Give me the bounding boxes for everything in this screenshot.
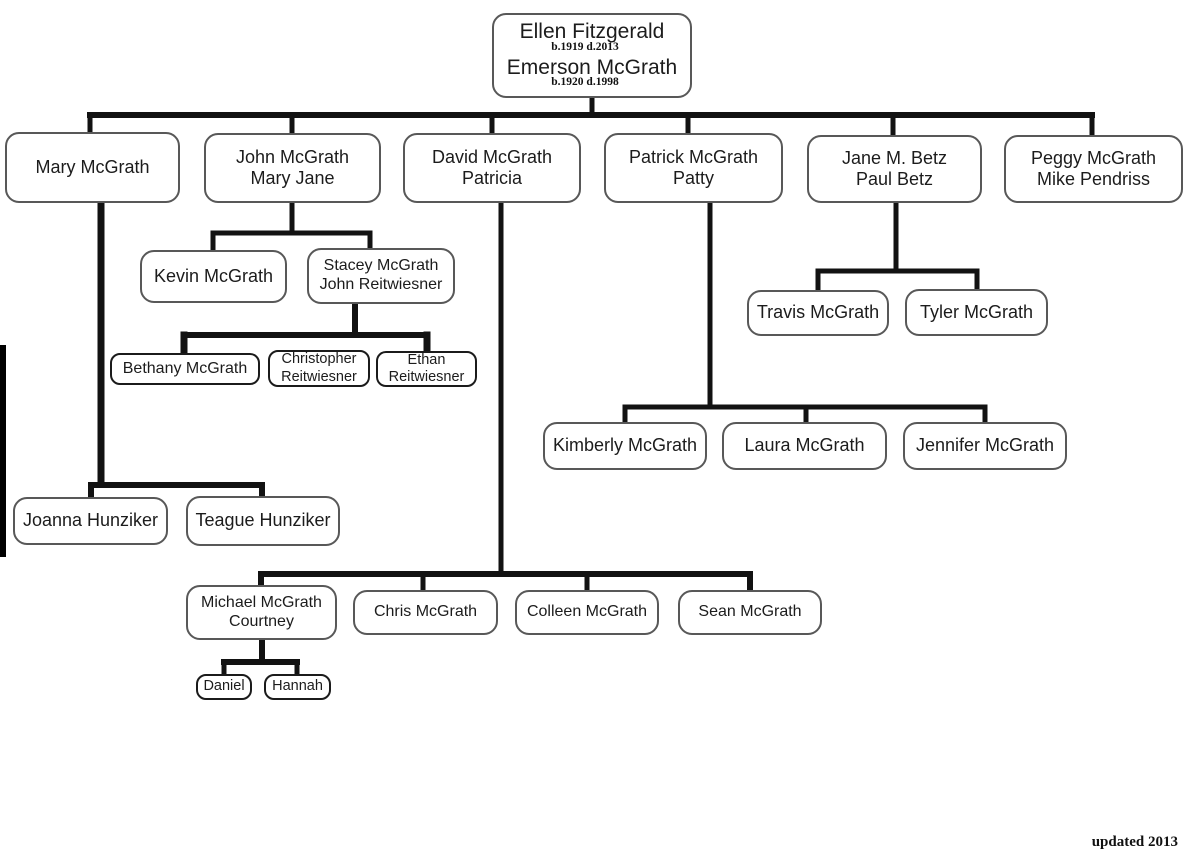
person-name: Laura McGrath (744, 435, 865, 456)
person-name: Christopher (281, 351, 357, 368)
person-name: Chris McGrath (373, 603, 478, 621)
person-box-kevin-mcgrath: Kevin McGrath (140, 250, 287, 303)
person-box-travis-mcgrath: Travis McGrath (747, 290, 889, 336)
person-box-colleen-mcgrath: Colleen McGrath (515, 590, 659, 635)
person-box-teague-hunziker: Teague Hunziker (186, 496, 340, 546)
person-name: Ethan (407, 351, 446, 368)
person-name: Michael McGrath (201, 593, 322, 611)
updated-note: updated 2013 (1091, 834, 1178, 850)
person-box-bethany-mcgrath: Bethany McGrath (110, 353, 260, 385)
person-name: Patty (672, 168, 715, 188)
person-name: Mary Jane (250, 168, 335, 188)
person-name: Courtney (229, 612, 294, 630)
person-name: Travis McGrath (756, 302, 880, 323)
person-dates: b.1919 d.2013 (551, 40, 619, 53)
person-box-joanna-hunziker: Joanna Hunziker (13, 497, 168, 545)
person-name: Reitwiesner (281, 368, 357, 385)
person-box-daniel: Daniel (196, 674, 252, 700)
person-name: Bethany McGrath (122, 359, 248, 377)
person-box-jennifer-mcgrath: Jennifer McGrath (903, 422, 1067, 470)
scan-artifact (0, 345, 6, 557)
person-box-tyler-mcgrath: Tyler McGrath (905, 289, 1048, 336)
person-name: John Reitwiesner (319, 276, 443, 293)
person-name: Mary McGrath (35, 156, 150, 177)
person-box-laura-mcgrath: Laura McGrath (722, 422, 887, 470)
person-name: Joanna Hunziker (22, 510, 159, 531)
person-dates: b.1920 d.1998 (551, 76, 619, 89)
person-name: Kevin McGrath (153, 265, 274, 286)
person-box-hannah: Hannah (264, 674, 331, 700)
person-name: Mike Pendriss (1036, 169, 1151, 189)
person-name: David McGrath (431, 146, 553, 167)
person-box-chris-mcgrath: Chris McGrath (353, 590, 498, 635)
person-box-sean-mcgrath: Sean McGrath (678, 590, 822, 635)
person-name: Daniel (203, 678, 245, 695)
person-name: Patrick McGrath (628, 146, 759, 167)
person-name: Jennifer McGrath (915, 435, 1055, 456)
person-name: Tyler McGrath (919, 301, 1034, 322)
person-name: Stacey McGrath (323, 257, 439, 275)
person-name: Kimberly McGrath (552, 435, 698, 456)
person-name: Reitwiesner (388, 369, 465, 385)
person-name: Ellen Fitzgerald (519, 20, 665, 44)
person-name: Peggy McGrath (1030, 147, 1157, 168)
person-name: Paul Betz (855, 169, 934, 189)
person-name: Colleen McGrath (526, 603, 648, 621)
person-name: Emerson McGrath (506, 55, 678, 79)
person-name: Sean McGrath (698, 603, 802, 621)
person-name: John McGrath (235, 146, 350, 167)
person-name: Patricia (461, 168, 523, 188)
person-name: Jane M. Betz (841, 147, 948, 168)
person-box-kimberly-mcgrath: Kimberly McGrath (543, 422, 707, 470)
person-box-mary-mcgrath: Mary McGrath (5, 132, 180, 203)
person-name: Hannah (272, 678, 323, 695)
person-name: Teague Hunziker (195, 510, 331, 531)
